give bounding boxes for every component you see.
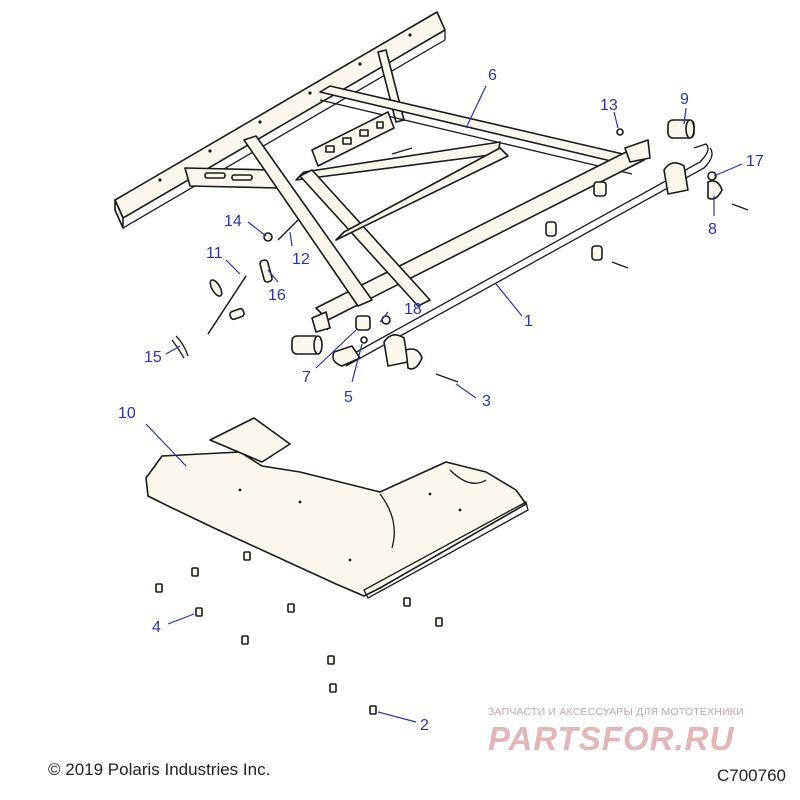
- watermark-tagline: ЗАПЧАСТИ И АКСЕССУАРЫ ДЛЯ МОТОТЕХНИКИ: [488, 706, 744, 718]
- stabilizer-bar: [332, 143, 713, 367]
- callout-6: 6: [488, 67, 497, 84]
- callout-14: 14: [224, 213, 242, 230]
- copyright-text: © 2019 Polaris Industries Inc.: [48, 760, 271, 779]
- skid-plate: [145, 417, 529, 599]
- callout-1: 1: [524, 313, 533, 330]
- callout-2: 2: [420, 717, 429, 734]
- mount-blocks: [355, 181, 607, 331]
- callout-7: 7: [302, 369, 311, 386]
- callout-10: 10: [118, 405, 136, 422]
- callout-16: 16: [268, 287, 286, 304]
- callout-9: 9: [680, 91, 689, 108]
- bushing-left: [291, 335, 323, 355]
- callout-13: 13: [600, 97, 618, 114]
- callout-17: 17: [746, 153, 764, 170]
- rail-bracket-plate: [184, 167, 279, 189]
- clamp-right: [663, 162, 723, 200]
- bushing-right: [667, 119, 695, 139]
- skid-fasteners: [155, 551, 443, 715]
- diagram-code: C700760: [716, 766, 786, 785]
- callout-3: 3: [482, 393, 491, 410]
- bolts: [263, 128, 749, 383]
- callout-11: 11: [206, 245, 223, 262]
- callout-15: 15: [144, 349, 162, 366]
- callouts: 6 13 9 17 8 14 12 11 16 15 18 7 5 1 3 10…: [118, 67, 764, 734]
- frame-rail: [114, 11, 446, 229]
- callout-5: 5: [344, 389, 353, 406]
- subframe: [243, 85, 651, 333]
- clamp-left: [383, 334, 423, 370]
- leader-lines: [145, 85, 743, 723]
- strut: [171, 259, 273, 359]
- watermark-logo: PARTSFOR.RU: [488, 720, 735, 757]
- callout-8: 8: [708, 221, 717, 238]
- callout-4: 4: [152, 619, 161, 636]
- callout-18: 18: [404, 301, 422, 318]
- callout-12: 12: [292, 251, 310, 268]
